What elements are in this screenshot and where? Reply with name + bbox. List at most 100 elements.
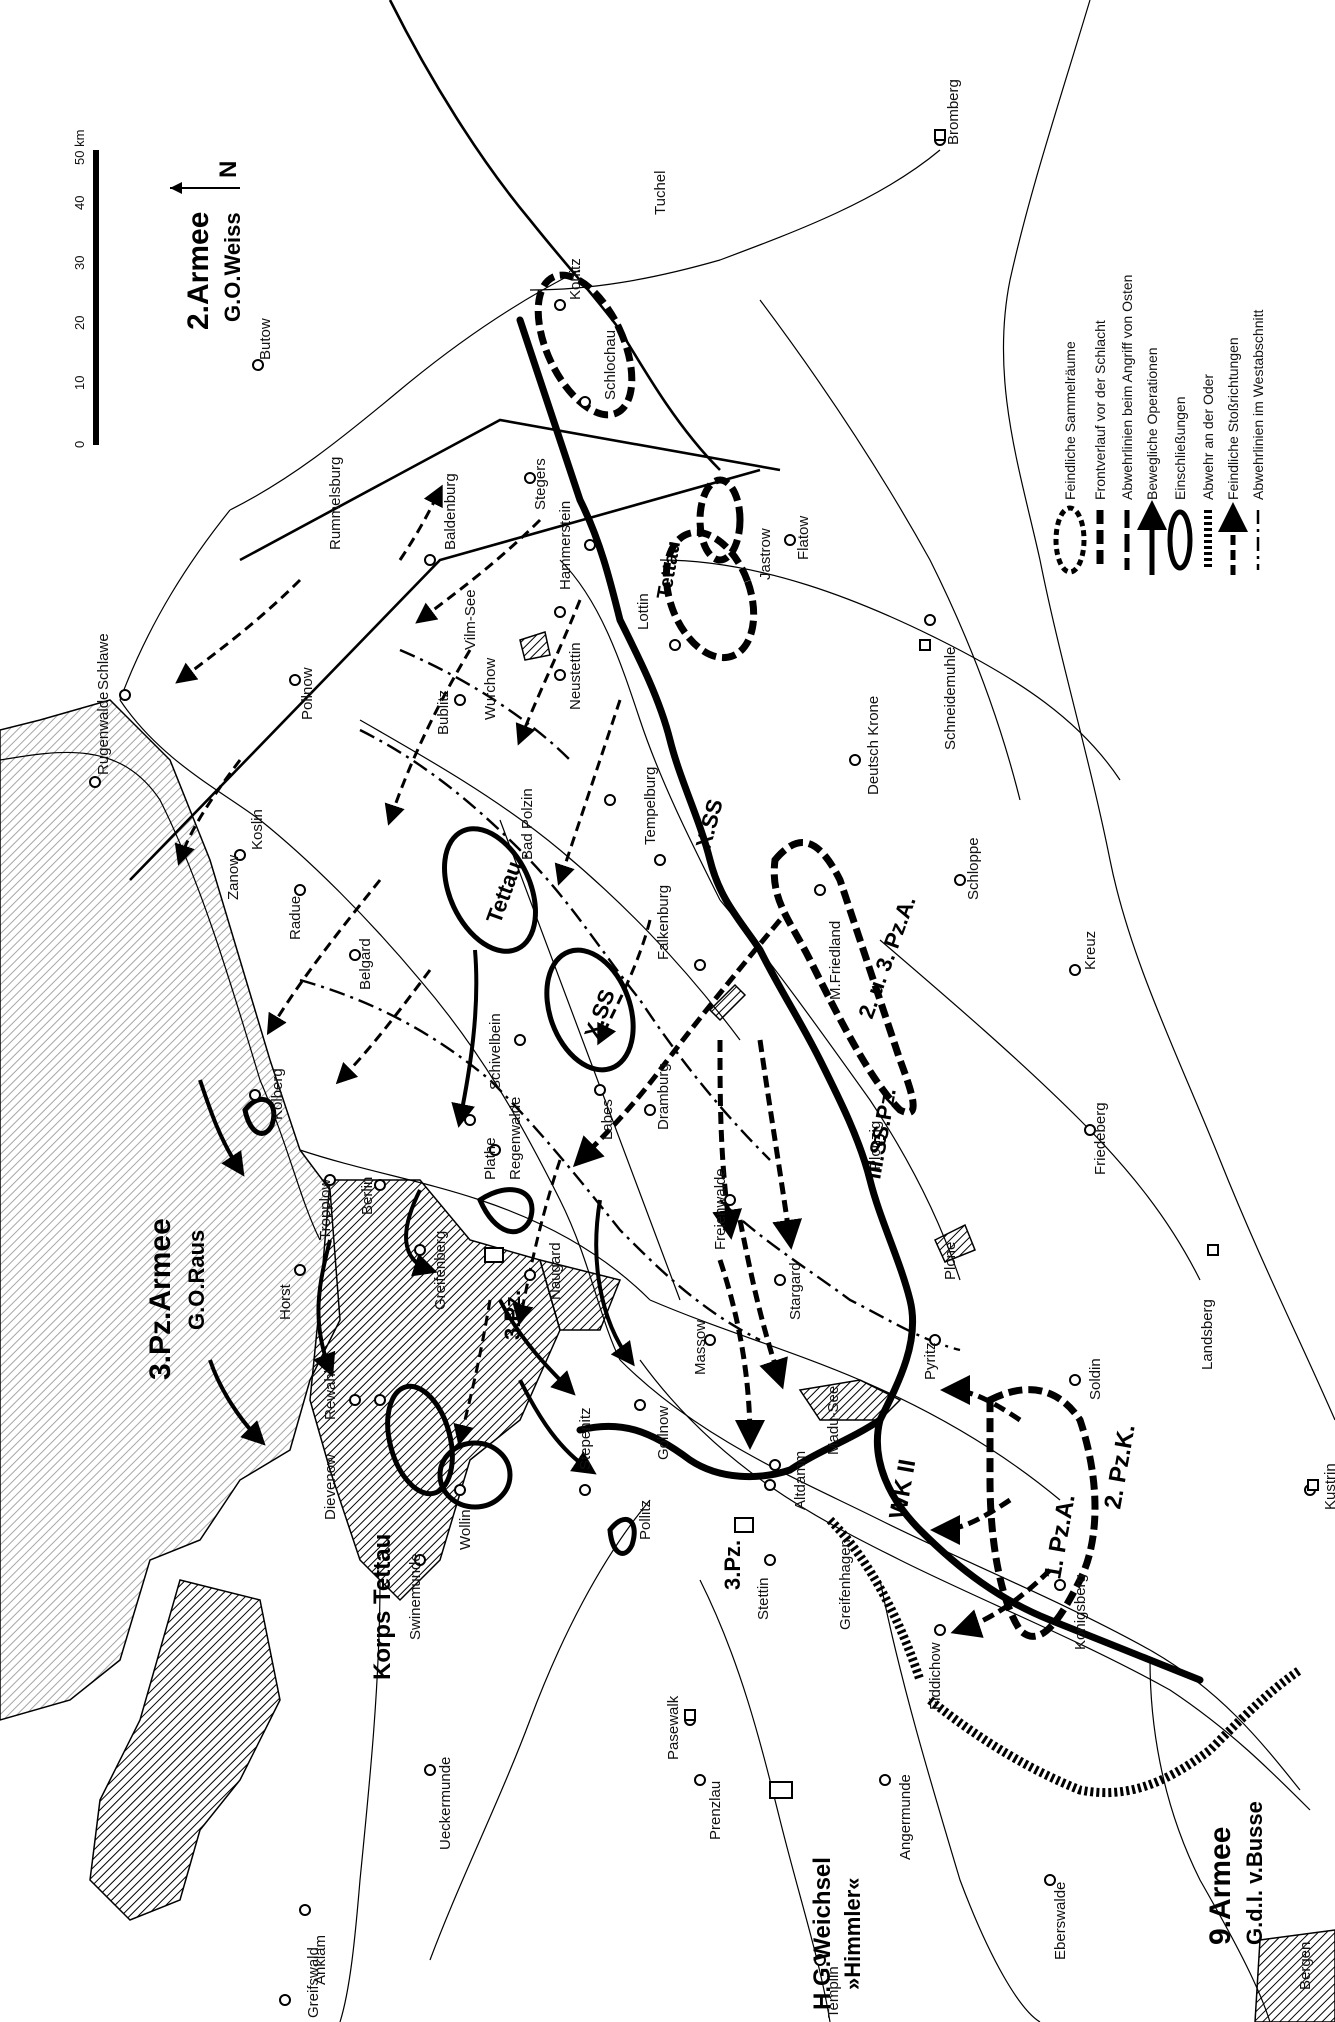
- legend-item: Abwehr an der Oder: [1200, 374, 1216, 500]
- town-label: Lottin: [635, 593, 652, 630]
- town-label: Pollitz: [637, 1500, 654, 1540]
- town-label: Swinemunde: [407, 1553, 424, 1640]
- second-army-label: 2.Armee: [182, 212, 215, 330]
- hg-weichsel-commander: »Himmler«: [840, 1877, 865, 1990]
- north-arrow: N: [170, 161, 242, 194]
- town-label: Ueckermunde: [437, 1757, 454, 1850]
- pz-2-k-label: 2. Pz.K.: [1099, 1422, 1140, 1511]
- third-pz-label-stettin: 3.Pz.: [720, 1540, 745, 1590]
- madu-see-lake: [798, 1379, 902, 1421]
- town-label: Naugard: [547, 1242, 564, 1300]
- third-pz-army-commander: G.O.Raus: [184, 1230, 209, 1330]
- town-label: Hammerstein: [557, 501, 574, 590]
- pocket-wollin: [385, 1383, 455, 1497]
- town-label: Greifenhagen: [837, 1539, 854, 1630]
- town-label: Stepenitz: [577, 1407, 594, 1470]
- enemy-thrusts: [174, 484, 1052, 1638]
- town-label: Wollin: [457, 1509, 474, 1550]
- town-label: Regenwalde: [507, 1097, 524, 1180]
- town-label: Prenzlau: [707, 1781, 724, 1840]
- towns: [89, 129, 1319, 2006]
- north-label: N: [215, 161, 242, 178]
- x-ss-front-label: X.SS: [691, 796, 728, 851]
- town-label: Neustettin: [567, 642, 584, 710]
- korps-tettau-label: Korps Tettau: [369, 1534, 396, 1680]
- town-label: Plathe: [482, 1137, 499, 1180]
- town-label: Tempelburg: [642, 767, 659, 845]
- town-label: Bublitz: [435, 690, 452, 735]
- town-label: Stettin: [755, 1577, 772, 1620]
- pocket-xss: [544, 947, 636, 1073]
- legend-item: Frontverlauf vor der Schlacht: [1092, 320, 1108, 500]
- town-label: Vilm-See: [462, 589, 479, 650]
- third-pz-army-label: 3.Pz.Armee: [144, 1218, 177, 1380]
- railways: [129, 0, 781, 881]
- scale-tick: 40: [72, 196, 87, 210]
- vistula-river: [1002, 0, 1335, 1421]
- town-label: Friedeberg: [1092, 1102, 1109, 1175]
- scale-tick: 20: [72, 316, 87, 330]
- town-label: Rugenwalde: [95, 692, 112, 775]
- army-labels: 2.Armee G.O.Weiss 3.Pz.Armee G.O.Raus 9.…: [144, 212, 1267, 2010]
- pz-1-label: 1. Pz.A.: [1039, 1492, 1080, 1581]
- town-label: Konitz: [567, 258, 584, 300]
- town-label: Soldin: [1087, 1358, 1104, 1400]
- town-labels: Bromberg Tuchel Konitz Schlochau Butow R…: [95, 79, 1335, 2018]
- assembly-konitz: [534, 271, 636, 419]
- defence-lines: [299, 648, 961, 1352]
- town-label: Plone: [942, 1242, 959, 1280]
- scale-tick: 0: [72, 441, 87, 448]
- town-label: Zanow: [225, 855, 242, 900]
- scale-tick: 50 km: [72, 130, 87, 165]
- legend-item: Feindliche Stoßrichtungen: [1225, 337, 1241, 500]
- town-label: Greifenberg: [432, 1231, 449, 1310]
- town-label: Schlawe: [95, 633, 112, 690]
- town-label: Jastrow: [757, 528, 774, 580]
- second-army-commander: G.O.Weiss: [220, 212, 245, 322]
- town-label: Fiddichow: [927, 1642, 944, 1710]
- town-label: Massow: [692, 1320, 709, 1375]
- town-label: Radue: [287, 896, 304, 940]
- town-label: Flatow: [795, 516, 812, 560]
- town-label: Tuchel: [652, 171, 669, 215]
- vilm-see-lake: [519, 631, 551, 661]
- town-label: Schloppe: [965, 837, 982, 900]
- small-lagoon: [89, 1579, 281, 1921]
- town-label: Templin: [825, 1966, 842, 2018]
- legend-item: Bewegliche Operationen: [1144, 347, 1160, 500]
- town-label: Kustrin: [1322, 1463, 1335, 1510]
- town-label: Deutsch Krone: [865, 696, 882, 795]
- legend-item: Abwehrlinien beim Angriff von Osten: [1119, 275, 1135, 500]
- legend: Feindliche Sammelräume Frontverlauf vor …: [1053, 275, 1266, 575]
- town-label: Schlochau: [602, 330, 619, 400]
- town-label: Stegers: [532, 458, 549, 510]
- scale-bar: 0 10 20 30 40 50 km: [72, 130, 99, 448]
- town-label: Stargard: [787, 1262, 804, 1320]
- town-label: Freienwalde: [712, 1168, 729, 1250]
- town-label: Falkenburg: [655, 885, 672, 960]
- ninth-army-commander: G.d.I. v.Busse: [1242, 1801, 1267, 1945]
- tettau-front-label: Tettau: [653, 539, 685, 600]
- town-label: Kreuz: [1082, 931, 1099, 970]
- assembly-jastrow: [662, 528, 758, 662]
- baltic-coast: [0, 699, 341, 1721]
- town-label: M.Friedland: [827, 921, 844, 1000]
- town-label: Dramburg: [655, 1063, 672, 1130]
- town-label: Bad Polzin: [519, 788, 536, 860]
- town-label: Berlin: [359, 1177, 376, 1215]
- town-label: Pyritz: [922, 1343, 939, 1381]
- pocket-pollitz: [607, 1516, 637, 1556]
- legend-item: Einschließungen: [1172, 396, 1188, 500]
- town-label: Belgard: [357, 938, 374, 990]
- town-label: Baldenburg: [442, 473, 459, 550]
- town-label: Rewahl: [322, 1370, 339, 1420]
- scale-tick: 10: [72, 376, 87, 390]
- hq-flags: [484, 1247, 793, 1799]
- town-label: Plonzig: [867, 1121, 884, 1170]
- town-label: Tropplow: [317, 1179, 334, 1240]
- pocket-dievenow: [437, 1440, 513, 1510]
- town-label: Kolberg: [269, 1068, 286, 1120]
- assembly-friedland: [770, 839, 917, 1116]
- pocket-regenwalde: [476, 1187, 535, 1235]
